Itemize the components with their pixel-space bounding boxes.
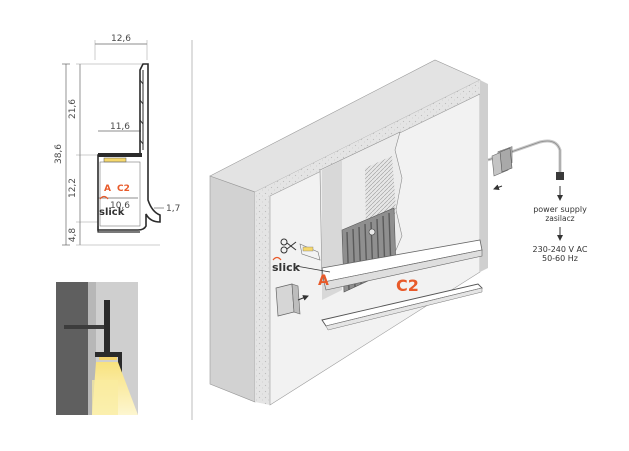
installation-photo — [56, 282, 138, 415]
slick-swoosh-icon-2 — [272, 256, 282, 261]
label-c2: C2 — [396, 276, 419, 295]
dim-channel-width: 10,6 — [110, 201, 130, 211]
frequency-label: 50-60 Hz — [542, 254, 578, 263]
dim-upper-height: 21,6 — [68, 99, 78, 119]
voltage-label: 230-240 V AC — [533, 245, 588, 254]
dim-bottom: 4,8 — [68, 228, 78, 243]
power-supply-label: power supply — [533, 205, 587, 214]
dim-height-total: 38,6 — [54, 144, 64, 164]
dim-top-width: 12,6 — [111, 34, 131, 44]
dim-lip: 1,7 — [166, 204, 180, 214]
label-c2-small: C2 — [117, 184, 130, 194]
label-a: A — [318, 273, 329, 289]
dim-inner-width: 11,6 — [110, 122, 130, 132]
power-supply-label-pl: zasilacz — [545, 214, 574, 223]
scissors-icon — [280, 238, 297, 254]
slick-logo-small: slick — [99, 207, 125, 218]
dim-mid-height: 12,2 — [68, 178, 78, 198]
slick-swoosh-icon — [99, 195, 109, 200]
wall-3d: C2 A slick power supply zasilacz 230-240… — [209, 59, 588, 406]
slick-logo: slick — [272, 261, 301, 274]
label-a-small: A — [104, 184, 111, 194]
profile-section: 12,6 38,6 21,6 11,6 12,2 10,6 1,7 4,8 A … — [54, 34, 180, 246]
